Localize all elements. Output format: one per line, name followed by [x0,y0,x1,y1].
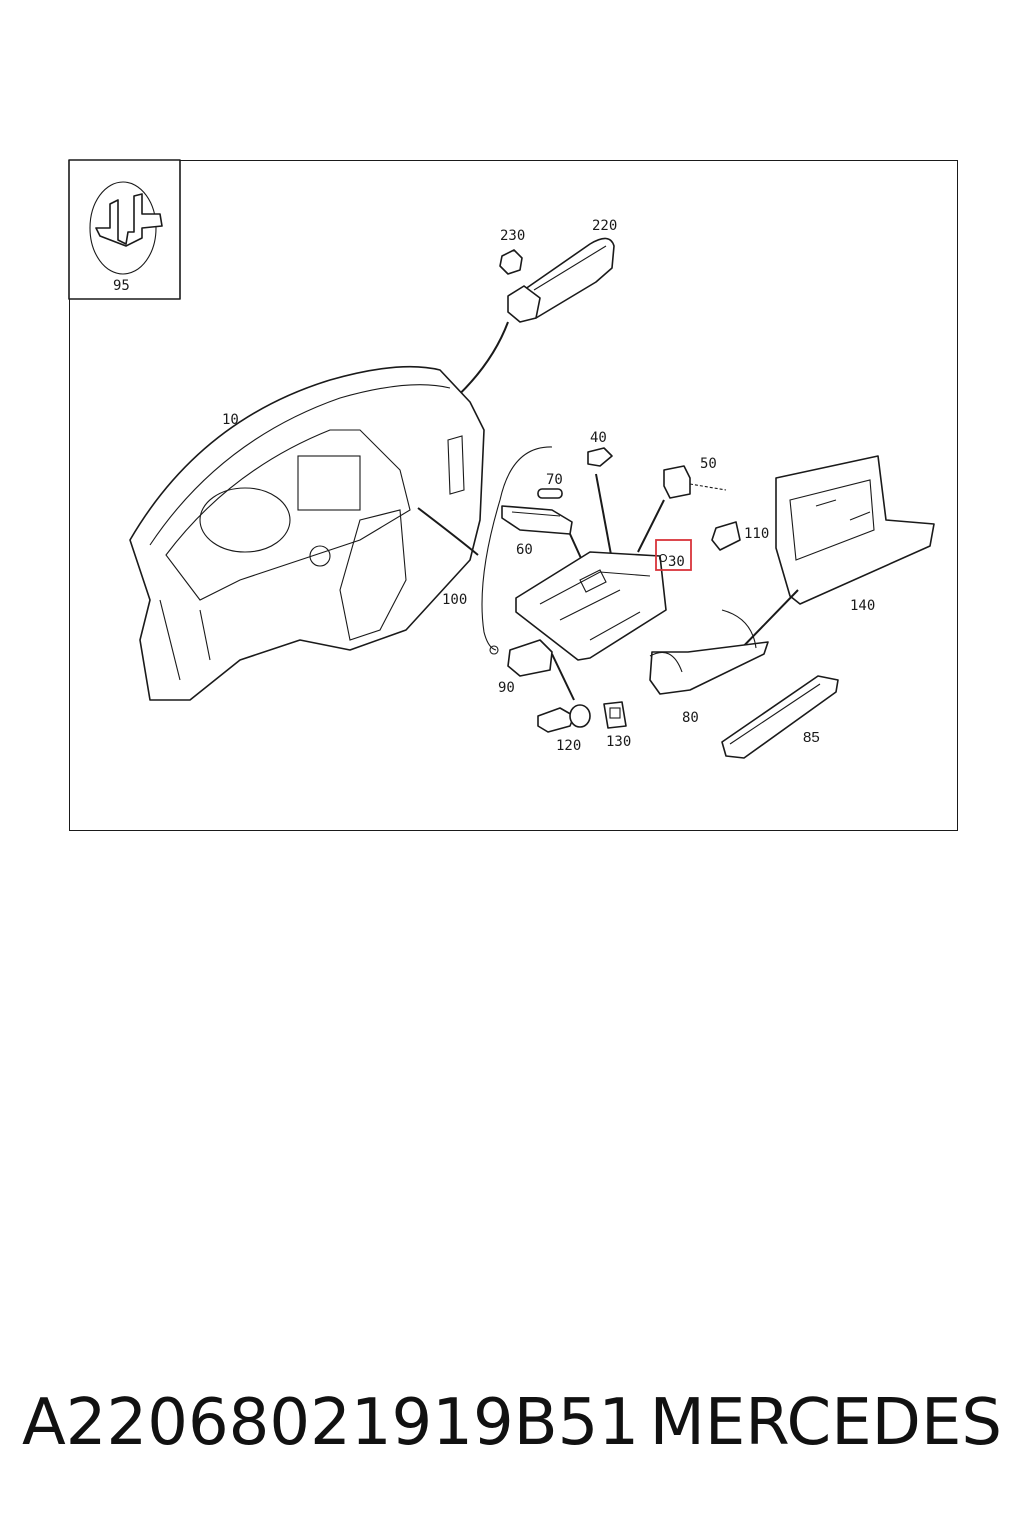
airbag-module-220 [507,237,615,323]
label-50: 50 [700,456,717,472]
brand-name: MERCEDES [649,1386,1002,1460]
dashboard-10 [129,365,485,701]
label-120: 120 [556,738,581,754]
part-number: A22068021919B51 [22,1386,640,1460]
arrow-50 [637,499,665,553]
diagram-frame [69,160,958,831]
lamp-housing-60 [501,505,573,535]
cover-85 [721,675,839,759]
cable-100 [481,446,553,651]
bulb-70 [537,488,563,499]
lighter-120 [537,704,591,733]
label-100: 100 [442,592,467,608]
label-10: 10 [222,412,239,428]
label-110: 110 [744,526,769,542]
inset-box-95 [68,159,181,300]
label-220: 220 [592,218,617,234]
lock-cylinder-50 [663,465,727,499]
switch-90 [489,639,553,677]
part-caption: A22068021919B51 MERCEDES [0,1378,1024,1468]
tray-140 [775,455,935,605]
parts-diagram: 95 230 220 10 40 50 70 [68,159,935,759]
arrow-10 [417,507,479,556]
handle-80 [649,609,769,695]
button-110 [711,521,741,551]
arrow-40 [595,473,613,561]
clip-95-drawing [89,181,163,275]
nut-230 [499,249,523,275]
label-30: 30 [668,554,685,570]
label-230: 230 [500,228,525,244]
label-85: 85 [803,729,820,746]
label-60: 60 [516,542,533,558]
clip-30 [658,553,668,563]
label-140: 140 [850,598,875,614]
label-70: 70 [546,472,563,488]
connector-40 [587,447,613,467]
arrow-90 [551,653,575,701]
label-80: 80 [682,710,699,726]
label-95: 95 [113,278,130,294]
highlight-box-30 [655,539,692,571]
label-90: 90 [498,680,515,696]
socket-130 [603,701,627,729]
label-130: 130 [606,734,631,750]
label-40: 40 [590,430,607,446]
glovebox-housing [515,551,667,661]
